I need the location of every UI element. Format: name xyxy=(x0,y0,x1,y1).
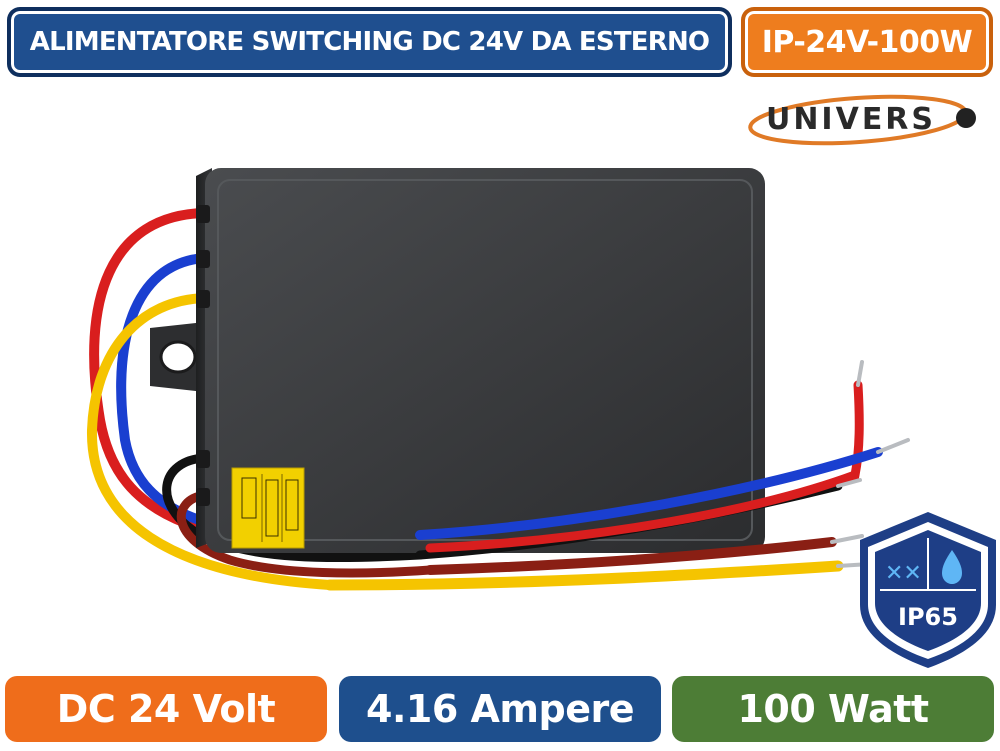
product-title: ALIMENTATORE SWITCHING DC 24V DA ESTERNO xyxy=(29,27,710,57)
current-banner: 4.16 Ampere xyxy=(339,676,661,742)
brand-logo: UNIVERS xyxy=(748,86,984,152)
model-code: IP-24V-100W xyxy=(761,24,973,60)
wire-bundle-front xyxy=(324,380,883,591)
power-banner: 100 Watt xyxy=(672,676,994,742)
logo-swoosh-graphic xyxy=(748,94,976,146)
wire-grommets xyxy=(196,205,210,506)
logo-text: UNIVERS xyxy=(765,102,937,137)
enclosure-body xyxy=(205,168,765,553)
voltage-banner: DC 24 Volt xyxy=(5,676,327,742)
voltage-value: DC 24 Volt xyxy=(56,687,276,731)
dust-icon: ✕✕ xyxy=(885,561,922,586)
product-title-banner: ALIMENTATORE SWITCHING DC 24V DA ESTERNO xyxy=(8,8,731,76)
ip65-badge: ✕✕ IP65 xyxy=(860,512,996,668)
certificate-label xyxy=(231,467,305,549)
ip-rating-text: IP65 xyxy=(898,603,958,631)
power-value: 100 Watt xyxy=(737,687,929,731)
model-banner: IP-24V-100W xyxy=(742,8,992,76)
current-value: 4.16 Ampere xyxy=(366,687,634,731)
mounting-tab xyxy=(150,322,205,392)
water-drop-icon xyxy=(942,550,962,584)
enclosure-lid-edge xyxy=(217,179,753,541)
svg-text:✕✕: ✕✕ xyxy=(885,561,922,586)
